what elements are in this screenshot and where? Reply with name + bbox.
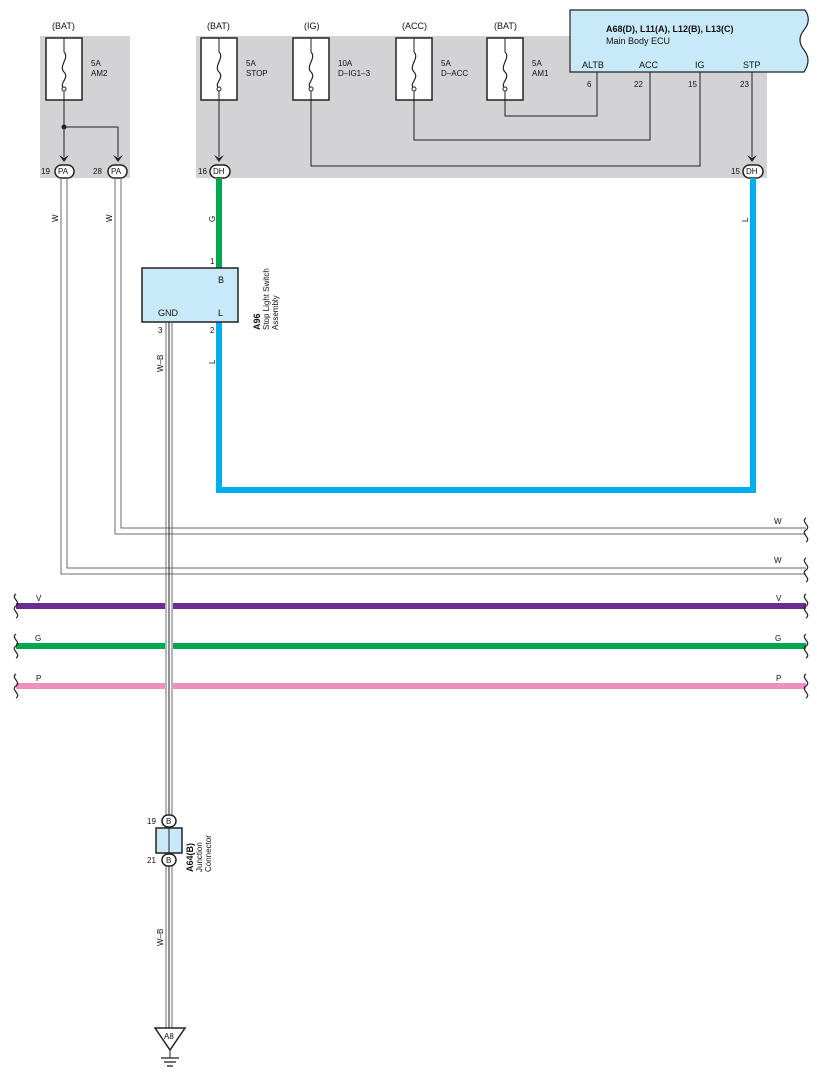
junction-name-line1: Junction xyxy=(195,842,204,872)
splice-dot xyxy=(61,124,67,130)
fuse-rating-dig1-3: 10A xyxy=(338,59,353,68)
stop-light-switch-box xyxy=(141,267,239,323)
arrow-head xyxy=(113,155,123,162)
junction-pin-top: 19 xyxy=(147,817,156,826)
fuse-name-am2: AM2 xyxy=(91,69,108,78)
wire-label-p-left: P xyxy=(36,674,41,683)
svg-text:B: B xyxy=(166,817,171,826)
junction-pin-bottom: 21 xyxy=(147,856,156,865)
fuse-rating-stop: 5A xyxy=(246,59,256,68)
fuse-source-am2: (BAT) xyxy=(52,21,75,31)
switch-pin-b: B xyxy=(218,275,224,285)
wire-label-v-right: V xyxy=(776,594,782,603)
ecu-pin-number-23: 23 xyxy=(740,80,749,89)
svg-text:DH: DH xyxy=(213,167,225,176)
ecu-pin-label-altb: ALTB xyxy=(582,60,604,70)
ecu-box xyxy=(569,9,809,73)
ecu-pin-number-22: 22 xyxy=(634,80,643,89)
switch-pin-l: L xyxy=(218,308,223,318)
fuse-name-am1: AM1 xyxy=(532,69,549,78)
wire-white-black-overlay xyxy=(165,598,173,694)
svg-text:16: 16 xyxy=(198,167,207,176)
wire-white-1 xyxy=(60,178,806,575)
svg-text:28: 28 xyxy=(93,167,102,176)
wire-label-w-right1: W xyxy=(774,517,782,526)
wire-label-g-right: G xyxy=(775,634,781,643)
switch-num-2: 2 xyxy=(210,326,215,335)
connector-dh-15: DH 15 xyxy=(731,164,764,179)
ecu-pin-number-6: 6 xyxy=(587,80,592,89)
svg-text:B: B xyxy=(166,856,171,865)
fuse-source-stop: (BAT) xyxy=(207,21,230,31)
svg-text:A8: A8 xyxy=(164,1032,174,1041)
wire-label-w-left2: W xyxy=(105,214,114,222)
switch-code: A96 xyxy=(252,313,262,330)
wire-label-wb-upper: W–B xyxy=(156,355,165,372)
arrow-head xyxy=(214,155,224,162)
connector-dh-16: DH 16 xyxy=(198,164,231,179)
fuse-stop xyxy=(200,37,238,101)
svg-text:15: 15 xyxy=(731,167,740,176)
connector-pa-28: PA 28 xyxy=(93,164,128,179)
svg-text:19: 19 xyxy=(41,167,50,176)
wire-label-w-right2: W xyxy=(774,556,782,565)
ecu-pin-number-15: 15 xyxy=(688,80,697,89)
arrow-head xyxy=(747,155,757,162)
fuse-source-am1: (BAT) xyxy=(494,21,517,31)
switch-num-3: 3 xyxy=(158,326,163,335)
fuse-rating-dacc: 5A xyxy=(441,59,451,68)
switch-name-line1: Stop Light Switch xyxy=(262,268,271,330)
fuse-am1 xyxy=(486,37,524,101)
junction-name-line2: Connector xyxy=(204,835,213,872)
connector-pa-19: PA 19 xyxy=(41,164,75,179)
ecu-name: Main Body ECU xyxy=(606,36,670,46)
ecu-code: A68(D), L11(A), L12(B), L13(C) xyxy=(606,24,734,34)
ecu-pin-label-stp: STP xyxy=(743,60,761,70)
svg-text:PA: PA xyxy=(58,167,69,176)
ecu-pin-label-ig: IG xyxy=(695,60,705,70)
fuse-source-dig: (IG) xyxy=(304,21,320,31)
fuse-rating-am2: 5A xyxy=(91,59,101,68)
wire-label-wb-lower: W–B xyxy=(156,929,165,946)
fuse-name-stop: STOP xyxy=(246,69,268,78)
wire-label-g-left: G xyxy=(35,634,41,643)
wire-white-2 xyxy=(114,178,806,535)
svg-text:PA: PA xyxy=(111,167,122,176)
wire-label-p-right: P xyxy=(776,674,781,683)
svg-text:DH: DH xyxy=(746,167,758,176)
wire-label-w-left1: W xyxy=(51,214,60,222)
junction-code: A64(B) xyxy=(185,843,195,872)
wire-blue-stp xyxy=(216,178,756,493)
arrow-head xyxy=(59,155,69,162)
ground-point: A8 xyxy=(153,1027,187,1067)
switch-pin-gnd: GND xyxy=(158,308,179,318)
fuse-dacc xyxy=(395,37,433,101)
junction-connector: B B xyxy=(155,814,183,867)
fuse-source-dacc: (ACC) xyxy=(402,21,427,31)
fuse-am2 xyxy=(45,37,83,101)
wire-label-g-stop: G xyxy=(208,216,217,222)
wire-white-black xyxy=(165,322,173,1028)
switch-num-1: 1 xyxy=(210,257,215,266)
fuse-name-dacc: D–ACC xyxy=(441,69,468,78)
wire-label-v-left: V xyxy=(36,594,42,603)
switch-name-line2: Assembly xyxy=(271,295,280,330)
fuse-rating-am1: 5A xyxy=(532,59,542,68)
ecu-pin-label-acc: ACC xyxy=(639,60,659,70)
fuse-dig1-3 xyxy=(292,37,330,101)
break-marks xyxy=(13,517,809,699)
fuse-name-dig1-3: D–IG1–3 xyxy=(338,69,371,78)
wire-label-l-ecu: L xyxy=(741,217,750,222)
wire-label-l-switch: L xyxy=(208,359,217,364)
